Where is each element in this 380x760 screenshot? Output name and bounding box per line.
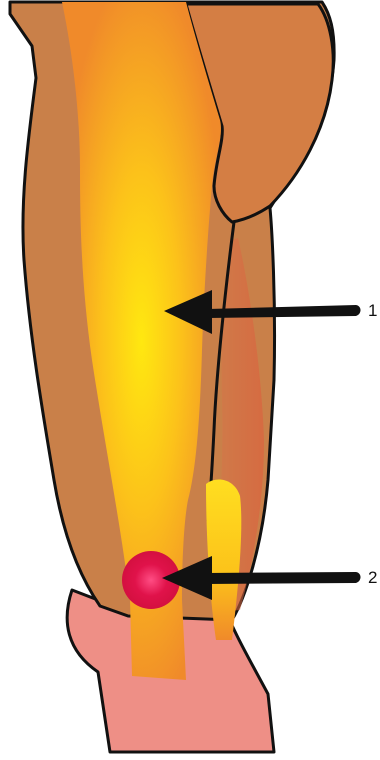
- callout-label-1: 1: [368, 302, 377, 319]
- callout-label-2: 2: [368, 569, 377, 586]
